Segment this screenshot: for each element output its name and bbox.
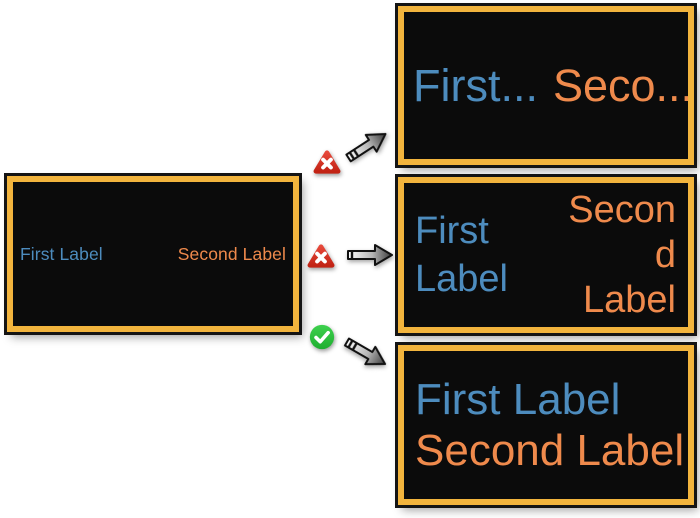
wrapped-second-label: Secon d Label — [568, 190, 676, 320]
wrapped-first-line1: First — [415, 210, 489, 252]
truncated-result-panel: First... Seco... — [398, 6, 694, 165]
truncated-second-label: Seco... — [552, 59, 694, 111]
success-badge-icon — [309, 324, 335, 350]
wrapped-second-line1: Secon — [568, 189, 676, 231]
wrapped-second-line3: Label — [583, 279, 676, 321]
wrapped-first-label: First Label — [415, 190, 508, 320]
source-first-label: First Label — [20, 243, 103, 264]
stacked-first-label: First Label — [415, 375, 621, 424]
arrow-to-stacked-icon — [343, 337, 387, 366]
arrow-to-wrapped-icon — [347, 244, 393, 266]
wrapped-result-panel: First Label Secon d Label — [398, 177, 694, 333]
stacked-result-panel: First Label Second Label — [398, 345, 694, 505]
wrapped-first-line2: Label — [415, 258, 508, 300]
source-second-label: Second Label — [177, 243, 286, 264]
error-badge-icon — [307, 244, 335, 268]
stacked-second-label: Second Label — [415, 426, 685, 475]
arrow-to-truncated-icon — [345, 133, 387, 163]
truncated-first-label: First... — [413, 59, 538, 111]
wrapped-second-line2: d — [654, 234, 676, 276]
source-panel: First Label Second Label — [7, 176, 299, 332]
error-badge-icon — [313, 150, 341, 174]
